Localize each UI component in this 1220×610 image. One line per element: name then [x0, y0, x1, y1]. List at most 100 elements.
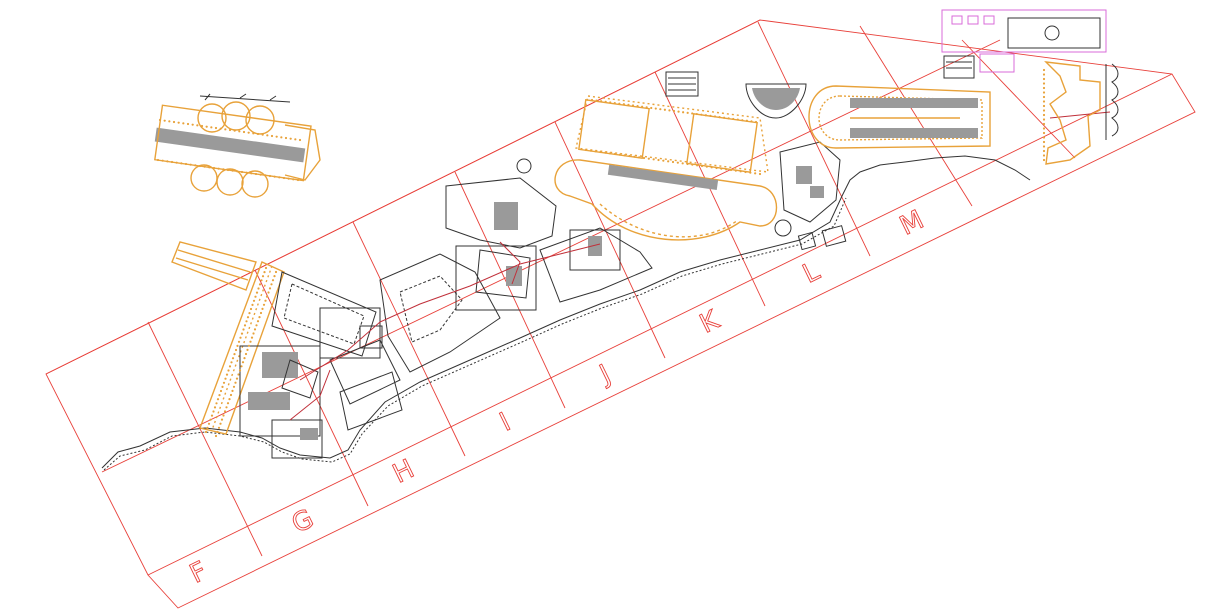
column-dot — [262, 303, 266, 306]
column-dot — [271, 279, 275, 282]
column-dot — [234, 348, 238, 352]
grid-letter-f: F — [185, 556, 212, 590]
theatre-cavea — [745, 83, 807, 119]
column-dot — [215, 402, 218, 405]
column-dot — [225, 406, 228, 409]
grid-band-line — [147, 73, 1173, 576]
column-dot — [156, 158, 160, 162]
column-dot — [254, 172, 258, 176]
column-dot — [264, 299, 267, 302]
column-dot — [238, 369, 242, 372]
column-dot — [287, 177, 290, 180]
column-dot — [252, 132, 255, 135]
column-dot — [235, 377, 239, 380]
column-dot — [754, 120, 758, 124]
column-dot — [244, 352, 248, 356]
portico-colonnade — [211, 265, 273, 431]
theatre — [665, 55, 975, 119]
hemicycle-track — [554, 159, 777, 241]
column-dot — [254, 295, 257, 298]
column-dot — [1042, 77, 1046, 81]
column-dot — [645, 106, 648, 109]
column-dot — [686, 111, 689, 114]
column-dot — [736, 118, 739, 121]
column-dot — [745, 119, 748, 122]
column-dot — [237, 373, 240, 376]
hemicycle-arc — [599, 203, 739, 238]
column-dot — [186, 122, 190, 126]
column-dot — [184, 162, 188, 166]
column-dot — [1042, 122, 1046, 126]
column-dot — [214, 126, 218, 130]
column-dot — [222, 168, 225, 171]
column-dot — [739, 170, 742, 173]
grid-letter-g: G — [287, 504, 318, 540]
column-dot — [196, 124, 199, 127]
column-dot — [622, 103, 625, 106]
column-dot — [175, 161, 178, 164]
column-dot — [170, 160, 174, 164]
column-dot — [278, 176, 281, 179]
grid-divider — [961, 39, 1076, 159]
west-stoa — [171, 241, 377, 435]
column-dot — [250, 172, 253, 175]
apse-circle — [216, 168, 244, 196]
column-dot — [652, 158, 655, 161]
column-dot — [654, 107, 657, 110]
column-dot — [246, 348, 249, 351]
column-dot — [226, 402, 230, 405]
column-dot — [695, 112, 698, 116]
column-dot — [677, 110, 680, 113]
column-dot — [1042, 136, 1046, 139]
basin-hatch — [177, 249, 251, 273]
column-dot — [590, 98, 594, 102]
column-dot — [263, 271, 266, 274]
column-dot — [261, 275, 265, 278]
column-dot — [266, 134, 269, 137]
stadium-hatch-north — [850, 98, 978, 108]
column-dot — [250, 336, 254, 339]
column-dot — [229, 393, 233, 397]
column-dot — [270, 134, 274, 138]
annex-cell — [967, 15, 979, 25]
column-dot — [182, 122, 185, 125]
column-dot — [613, 101, 616, 105]
column-dot — [584, 148, 588, 152]
long-portico — [199, 261, 285, 435]
column-dot — [289, 137, 292, 140]
column-dot — [226, 168, 230, 172]
grid-letter-m: M — [895, 205, 928, 242]
grid-letter-l: L — [798, 256, 825, 290]
grid-border — [45, 19, 1196, 609]
column-dot — [222, 414, 225, 417]
column-dot — [163, 119, 166, 122]
grid-divider — [757, 21, 871, 257]
column-dot — [208, 166, 211, 169]
grid-letter-j: J — [594, 359, 616, 390]
column-dot — [228, 128, 232, 132]
column-dot — [213, 406, 217, 409]
column-dot — [251, 303, 254, 306]
column-dot — [253, 328, 257, 331]
column-dot — [205, 125, 208, 128]
column-dot — [264, 266, 268, 270]
column-dot — [252, 299, 256, 302]
column-dot — [258, 316, 261, 319]
column-dot — [609, 101, 612, 104]
column-dot — [268, 287, 272, 290]
column-dot — [691, 163, 694, 166]
column-dot — [203, 165, 206, 168]
column-dot — [245, 171, 248, 174]
spina — [607, 164, 719, 191]
column-dot — [758, 172, 762, 176]
column-dot — [668, 109, 671, 112]
reference-grid: F G H I J K L M — [45, 19, 1196, 609]
ruin-block-g — [239, 345, 323, 459]
column-dot — [198, 164, 202, 168]
column-dot — [245, 320, 248, 323]
column-dot — [177, 121, 180, 124]
hatched-band — [154, 127, 306, 163]
column-dot — [218, 394, 221, 397]
column-dot — [270, 283, 273, 286]
column-dot — [261, 133, 264, 136]
